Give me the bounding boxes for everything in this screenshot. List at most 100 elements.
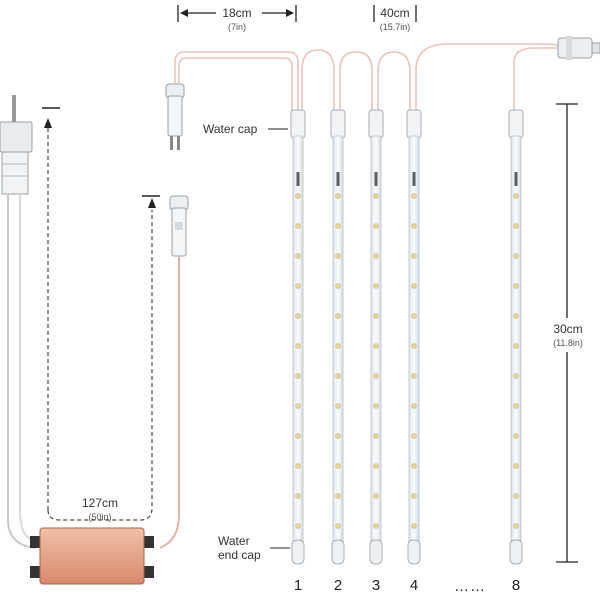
led xyxy=(373,193,379,199)
tube-number-3: 3 xyxy=(371,577,381,594)
led xyxy=(335,493,341,499)
led xyxy=(373,523,379,529)
led xyxy=(335,313,341,319)
controller-chip xyxy=(374,172,378,186)
tube-4 xyxy=(406,109,422,565)
led xyxy=(335,373,341,379)
led xyxy=(335,253,341,259)
led xyxy=(373,313,379,319)
led xyxy=(373,493,379,499)
tube-length-dimension xyxy=(556,103,578,563)
water-end-cap-label-line1: Water xyxy=(218,534,250,548)
spacing-left-label: 18cm xyxy=(222,6,252,20)
led xyxy=(295,223,301,229)
led xyxy=(411,463,417,469)
led xyxy=(513,463,519,469)
tube-3 xyxy=(368,109,384,565)
led xyxy=(335,223,341,229)
led xyxy=(295,523,301,529)
led xyxy=(411,193,417,199)
tube-2 xyxy=(330,109,346,565)
led xyxy=(513,193,519,199)
power-adapter-icon xyxy=(30,527,154,585)
led xyxy=(373,403,379,409)
spacing-right-sublabel: (15.7in) xyxy=(379,22,411,32)
water-cap xyxy=(330,109,346,139)
tube-1 xyxy=(290,109,306,565)
led xyxy=(295,403,301,409)
led xyxy=(513,283,519,289)
water-end-cap-label-line2: end cap xyxy=(218,548,261,562)
tube-number-8: 8 xyxy=(511,577,521,594)
led xyxy=(295,193,301,199)
end-connector-icon xyxy=(557,36,600,60)
led xyxy=(295,373,301,379)
led xyxy=(335,433,341,439)
led xyxy=(335,523,341,529)
adapter-output-cable xyxy=(159,256,180,549)
controller-chip xyxy=(514,172,518,186)
water-cap xyxy=(290,109,306,139)
led xyxy=(295,283,301,289)
spacing-right-label: 40cm xyxy=(380,6,410,20)
led xyxy=(335,343,341,349)
water-end-cap xyxy=(509,539,523,565)
led xyxy=(411,493,417,499)
led xyxy=(335,193,341,199)
led xyxy=(513,493,519,499)
controller-chip xyxy=(336,172,340,186)
led xyxy=(513,403,519,409)
led xyxy=(295,343,301,349)
led xyxy=(411,433,417,439)
led xyxy=(373,463,379,469)
led xyxy=(373,433,379,439)
water-end-cap xyxy=(291,539,305,565)
led xyxy=(513,433,519,439)
spacing-left-sublabel: (7in) xyxy=(227,22,247,32)
led xyxy=(411,403,417,409)
tube-number-4: 4 xyxy=(409,577,419,594)
led xyxy=(513,523,519,529)
led xyxy=(295,433,301,439)
power-plug-icon xyxy=(0,95,33,195)
led xyxy=(373,343,379,349)
led xyxy=(411,253,417,259)
water-cap-label: Water cap xyxy=(203,122,258,136)
water-end-cap xyxy=(331,539,345,565)
led xyxy=(295,493,301,499)
led xyxy=(373,253,379,259)
water-cap xyxy=(406,109,422,139)
lead-length-dimension xyxy=(42,107,160,521)
led-tubes xyxy=(290,109,524,565)
led xyxy=(513,313,519,319)
water-end-cap xyxy=(407,539,421,565)
led xyxy=(295,253,301,259)
plug-cable xyxy=(7,194,37,549)
water-cap xyxy=(508,109,524,139)
lead-length-label: 127cm xyxy=(81,496,119,510)
string-wires xyxy=(174,43,561,112)
tube-length-sublabel: (11.8in) xyxy=(553,338,583,348)
led xyxy=(513,223,519,229)
plug-cable-2 xyxy=(19,194,37,541)
led xyxy=(335,283,341,289)
led xyxy=(373,373,379,379)
led xyxy=(411,343,417,349)
spacing-left-dimension xyxy=(177,5,297,22)
led xyxy=(335,403,341,409)
led xyxy=(411,523,417,529)
led xyxy=(513,373,519,379)
tube-ellipsis: …… xyxy=(454,578,486,595)
spacing-right-dimension xyxy=(373,5,417,22)
water-end-cap xyxy=(369,539,383,565)
led xyxy=(411,373,417,379)
led xyxy=(335,463,341,469)
led xyxy=(411,283,417,289)
led xyxy=(513,253,519,259)
tube-8 xyxy=(508,109,524,565)
water-cap xyxy=(368,109,384,139)
connector-male-icon xyxy=(165,83,185,150)
led xyxy=(295,313,301,319)
led xyxy=(411,223,417,229)
